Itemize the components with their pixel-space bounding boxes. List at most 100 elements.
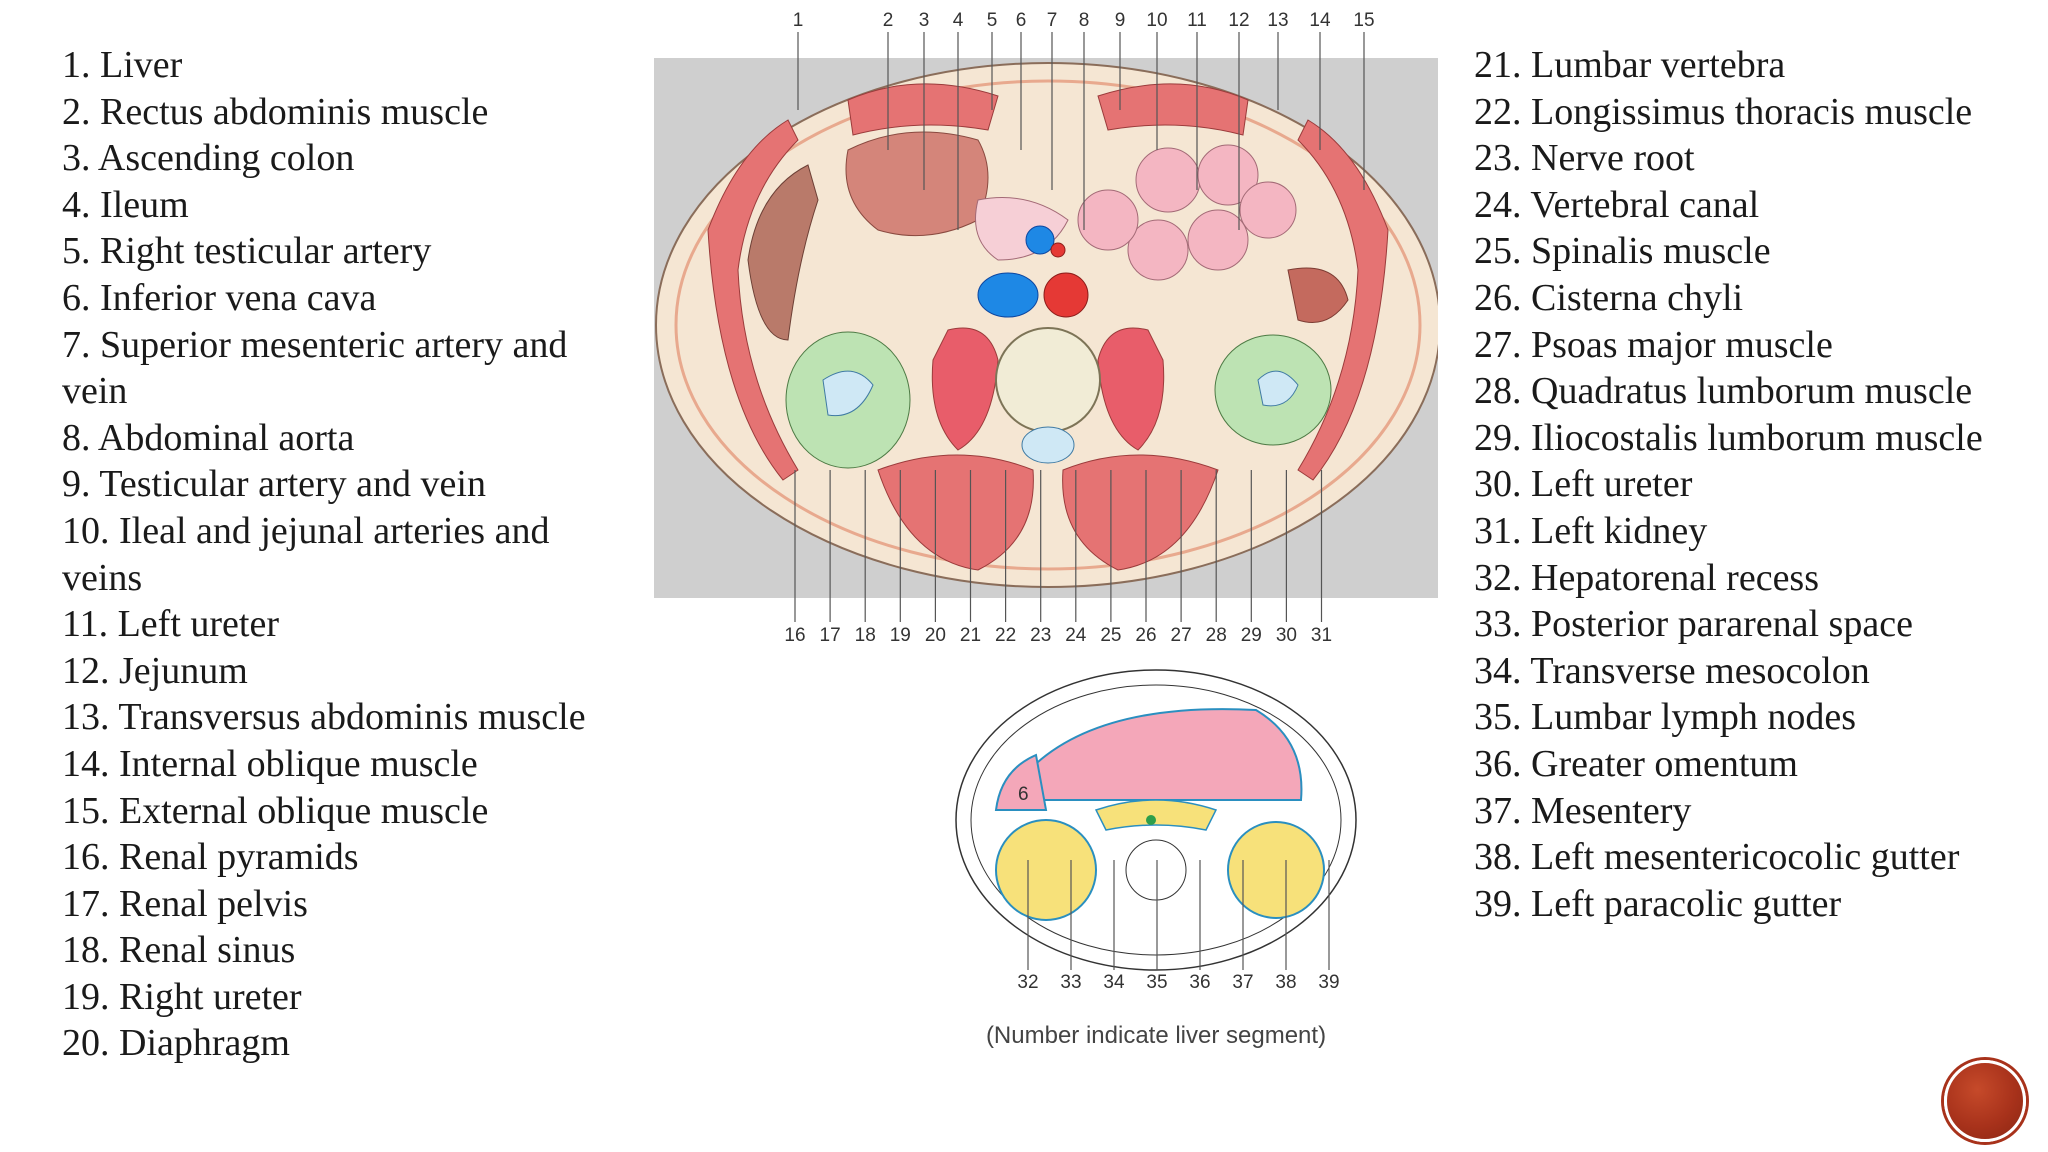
diagram-number-label: 13 <box>1267 10 1288 31</box>
legend-item: 15. External oblique muscle <box>62 789 489 832</box>
lymph-node-marker <box>1146 815 1156 825</box>
diagram-number-label: 6 <box>1016 10 1027 31</box>
legend-item: 25. Spinalis muscle <box>1474 230 1771 273</box>
legend-item: 34. Transverse mesocolon <box>1474 649 1870 692</box>
bottom-leader-lines <box>794 470 1323 622</box>
diagram-number-label: 20 <box>925 625 946 646</box>
diagram-number-label: 23 <box>1030 625 1051 646</box>
right-kidney-area <box>995 819 1097 921</box>
back-muscles-left <box>1062 454 1219 571</box>
left-kidney-area <box>1227 821 1325 919</box>
diagram-number-label: 39 <box>1318 972 1339 993</box>
legend-item: 36. Greater omentum <box>1474 742 1798 785</box>
diagram-number-label: 10 <box>1146 10 1167 31</box>
legend-item: 4. Ileum <box>62 183 189 226</box>
diagram-number-label: 35 <box>1146 972 1167 993</box>
diagram-number-label: 28 <box>1206 625 1227 646</box>
legend-item: 38. Left mesentericocolic gutter <box>1474 836 1960 879</box>
mini-leader-lines <box>1027 860 1330 970</box>
back-muscles-right <box>877 454 1034 571</box>
legend-item: 8. Abdominal aorta <box>62 416 355 459</box>
diagram-number-label: 38 <box>1275 972 1296 993</box>
legend-item: 17. Renal pelvis <box>62 882 308 925</box>
diagram-number-label: 11 <box>1187 10 1207 31</box>
diagram-number-label: 15 <box>1353 10 1374 31</box>
legend-item: 27. Psoas major muscle <box>1474 323 1833 366</box>
legend-item: 7. Superior mesenteric artery and vein <box>62 323 568 413</box>
diagram-number-label: 34 <box>1103 972 1125 993</box>
diagram-number-label: 12 <box>1228 10 1249 31</box>
legend-item: 10. Ileal and jejunal arteries and veins <box>62 509 550 599</box>
top-leader-lines <box>797 32 1365 230</box>
legend-item: 33. Posterior pararenal space <box>1474 603 1913 646</box>
psoas-right-shape <box>931 327 999 451</box>
legend-item: 26. Cisterna chyli <box>1474 276 1744 319</box>
abdominal-wall-left <box>1297 119 1389 481</box>
vertebral-canal-shape <box>1021 426 1075 464</box>
liver-segment-area <box>994 753 1048 811</box>
diagram-number-label: 17 <box>820 625 841 646</box>
sma-shape <box>1050 242 1066 258</box>
legend-item: 28. Quadratus lumborum muscle <box>1474 370 1973 413</box>
smv-shape <box>1025 225 1055 255</box>
diagram-number-label: 21 <box>960 625 981 646</box>
diagram-number-label: 7 <box>1047 10 1058 31</box>
inferior-vena-cava-shape <box>977 272 1039 318</box>
legend-item: 11. Left ureter <box>62 603 279 646</box>
abdominal-aorta-shape <box>1043 272 1089 318</box>
legend-item: 16. Renal pyramids <box>62 836 359 879</box>
diagram-number-label: 29 <box>1241 625 1262 646</box>
next-slide-button[interactable] <box>1944 1060 2026 1142</box>
diagram-number-label: 8 <box>1079 10 1090 31</box>
legend-item: 12. Jejunum <box>62 649 248 692</box>
legend-item: 32. Hepatorenal recess <box>1474 556 1820 599</box>
mini-vertebra <box>1125 839 1187 901</box>
legend-item: 3. Ascending colon <box>62 137 355 180</box>
diagram-number-label: 1 <box>793 10 804 31</box>
legend-item: 13. Transversus abdominis muscle <box>62 696 586 739</box>
legend-item: 20. Diaphragm <box>62 1022 290 1065</box>
diagram-number-label: 4 <box>953 10 964 31</box>
legend-item: 24. Vertebral canal <box>1474 183 1760 226</box>
psoas-left-shape <box>1097 327 1165 451</box>
legend-item: 22. Longissimus thoracis muscle <box>1474 90 1973 133</box>
legend-item: 35. Lumbar lymph nodes <box>1474 696 1857 739</box>
greater-omentum-area <box>1004 708 1303 801</box>
jejunum-coils <box>1077 144 1297 281</box>
liver-segment-label: 6 <box>1018 784 1029 805</box>
legend-item: 19. Right ureter <box>62 975 302 1018</box>
diagram-number-label: 2 <box>883 10 894 31</box>
diagram-number-label: 36 <box>1189 972 1210 993</box>
legend-item: 2. Rectus abdominis muscle <box>62 90 489 133</box>
legend-item: 31. Left kidney <box>1474 509 1708 552</box>
diagram-number-label: 5 <box>987 10 998 31</box>
legend-item: 14. Internal oblique muscle <box>62 742 478 785</box>
diagram-number-label: 14 <box>1309 10 1331 31</box>
diagram-number-label: 24 <box>1065 625 1087 646</box>
legend-item: 5. Right testicular artery <box>62 230 432 273</box>
diagram-number-label: 22 <box>995 625 1016 646</box>
legend-item: 6. Inferior vena cava <box>62 276 377 319</box>
diagram-number-label: 16 <box>784 625 805 646</box>
rectus-abdominis-left <box>1097 83 1249 136</box>
diagram-number-label: 26 <box>1135 625 1156 646</box>
legend-item: 21. Lumbar vertebra <box>1474 44 1786 86</box>
diagram-number-label: 27 <box>1171 625 1192 646</box>
diagram-caption: (Number indicate liver segment) <box>985 1022 1327 1049</box>
diagram-number-label: 30 <box>1276 625 1297 646</box>
abdominal-wall-right <box>707 119 799 481</box>
diagram-number-label: 37 <box>1232 972 1253 993</box>
legend-item: 1. Liver <box>62 44 183 86</box>
legend-item: 23. Nerve root <box>1474 137 1695 180</box>
descending-colon-shape <box>1287 267 1349 323</box>
legend-item: 39. Left paracolic gutter <box>1474 882 1842 925</box>
ascending-colon-shape <box>845 131 989 237</box>
legend-item: 9. Testicular artery and vein <box>62 463 486 506</box>
diagram-number-label: 19 <box>890 625 911 646</box>
